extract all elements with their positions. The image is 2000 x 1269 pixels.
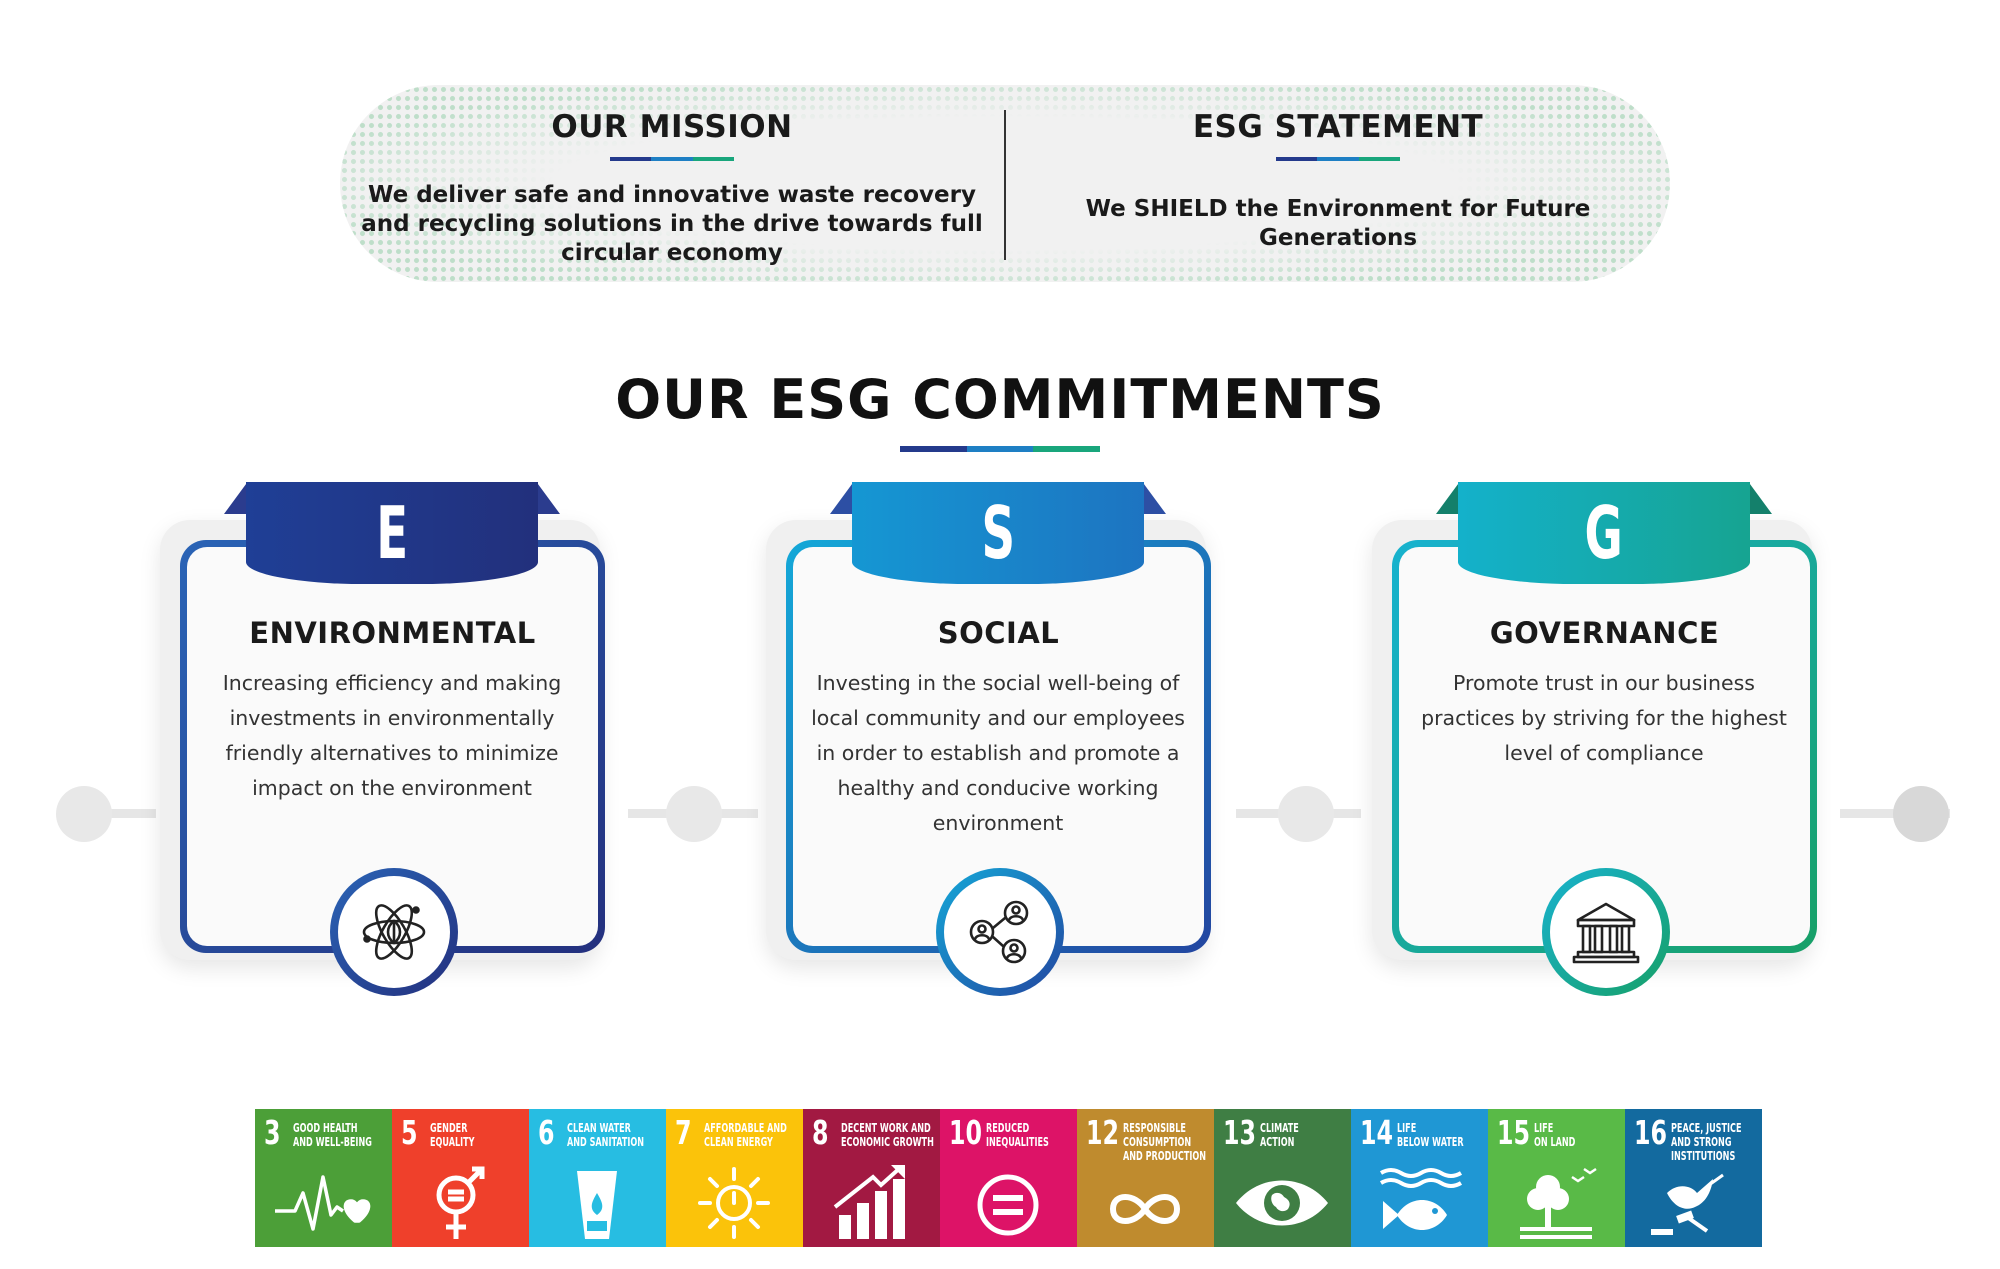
growth-chart-icon [833,1165,905,1239]
title-underline [900,446,1101,452]
card-description: Promote trust in our business practices … [1421,671,1787,765]
page-title: OUR ESG COMMITMENTS [615,368,1385,431]
people-network-icon [969,900,1029,964]
card-title: ENVIRONMENTAL [249,616,536,650]
sdg-number: 7 [675,1113,692,1152]
environmental-card: E ENVIRONMENTAL Increasing efficiency an… [146,482,606,996]
sdg-number: 14 [1360,1113,1394,1152]
card-title: GOVERNANCE [1489,616,1720,650]
timeline-node [1278,786,1334,842]
banner-divider [1004,110,1006,260]
sdg-number: 3 [264,1113,281,1152]
timeline-node [666,786,722,842]
card-letter: E [376,491,408,575]
timeline-node [56,786,112,842]
card-icon-badge [936,868,1064,996]
card-description: Investing in the social well-being of lo… [811,671,1185,835]
statement-text: We SHIELD the Environment for Future Gen… [1085,196,1591,251]
dove-gavel-icon [1651,1173,1724,1235]
courthouse-icon [1572,902,1640,964]
sdg-number: 5 [401,1113,418,1152]
gender-equality-icon [436,1166,485,1239]
statement-section: ESG STATEMENT We SHIELD the Environment … [1006,109,1670,253]
sdg-number: 12 [1086,1113,1120,1152]
sdg-number: 15 [1497,1113,1531,1152]
sdg-number: 8 [812,1113,829,1152]
statement-title: ESG STATEMENT [1192,109,1484,145]
sdg-number: 6 [538,1113,555,1152]
water-glass-icon [577,1171,617,1239]
card-description: Increasing efficiency and making investm… [222,671,562,800]
card-letter: S [981,491,1015,575]
earth-eye-icon [1236,1180,1328,1226]
mission-title: OUR MISSION [551,109,793,145]
sdg-number: 13 [1223,1113,1257,1152]
infinity-icon [1109,1194,1181,1224]
heartbeat-icon [275,1175,371,1231]
tree-birds-icon [1520,1167,1597,1239]
card-title: SOCIAL [937,616,1060,650]
sun-power-icon [698,1167,770,1239]
card-letter: G [1584,491,1624,575]
card-letter-tab: G [1458,482,1750,584]
atom-leaf-icon [362,904,426,960]
mission-text: We deliver safe and innovative waste rec… [361,182,983,266]
statement-title-underline [1276,157,1400,161]
governance-card: G GOVERNANCE Promote trust in our busine… [1358,482,1818,996]
timeline-node [1893,786,1949,842]
mission-section: OUR MISSION We deliver safe and innovati… [340,109,1004,268]
card-icon-badge [330,868,458,996]
card-letter-tab: E [246,482,538,584]
timeline-segment [86,809,156,818]
card-icon-badge [1542,868,1670,996]
card-letter-tab: S [852,482,1144,584]
fish-waves-icon [1379,1168,1463,1230]
mission-title-underline [610,157,734,161]
sdg-number: 10 [949,1113,983,1152]
equal-sign-icon [977,1174,1039,1236]
social-card: S SOCIAL Investing in the social well-be… [752,482,1212,996]
mission-banner: OUR MISSION We deliver safe and innovati… [340,85,1670,282]
sdg-number: 16 [1634,1113,1668,1152]
